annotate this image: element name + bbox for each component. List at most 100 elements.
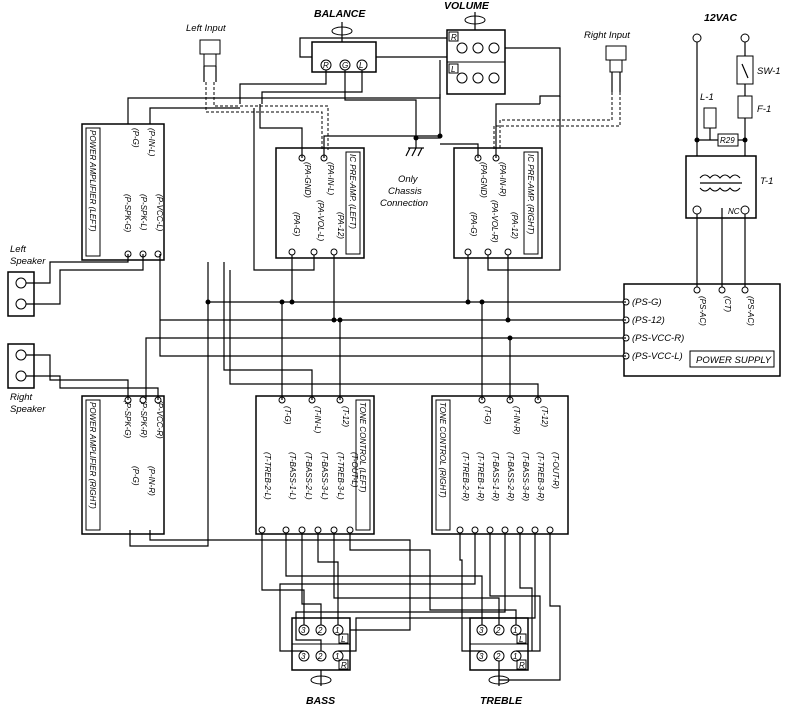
ps-top-ct: (CT) [723, 296, 732, 312]
par-pin-vcc: (P-VCC-R) [155, 400, 164, 439]
pl-pin-vol: (PA-VOL-L) [316, 200, 325, 242]
left-speaker: Left Speaker [7, 244, 46, 317]
treble-bot-2: 2 [495, 652, 501, 661]
fuse-label: F-1 [757, 104, 771, 115]
treble-bot-3: 3 [479, 652, 484, 661]
pr-pin-g: (PA-G) [469, 212, 478, 237]
preamp-left-title: IC PRE-AMP. (LEFT) [348, 154, 357, 229]
tl-bot-bass3: (T-BASS-3-L) [320, 452, 329, 500]
treble-tag-l: L [519, 635, 523, 644]
tr-bot-out: (T-OUT-R) [551, 452, 560, 489]
resistor-label: R29 [720, 136, 735, 145]
volume-pot: R L [446, 12, 506, 95]
tl-bot-bass2: (T-BASS-2-L) [304, 452, 313, 500]
power-amp-right-title: POWER AMPLIFIER (RIGHT) [88, 402, 97, 509]
tr-bot-bass3: (T-BASS-3-R) [521, 452, 530, 501]
ps-top-ac-2: (PS-AC) [746, 296, 755, 326]
pl-pin-g: (PA-G) [292, 212, 301, 237]
balance-label: BALANCE [314, 8, 366, 20]
power-supply-block: POWER SUPPLY (PS-G) (PS-12) (PS-VCC-R) (… [622, 283, 781, 377]
tl-bot-treb3: (T-TREB-3-L) [336, 452, 345, 500]
tr-bot-bass2: (T-BASS-2-R) [506, 452, 515, 501]
transformer-label: T-1 [760, 176, 773, 187]
pl-pin-in: (PA-IN-L) [326, 162, 335, 196]
pal-pin-in: (P-IN-L) [147, 128, 156, 157]
ps-row-vcc-r: (PS-VCC-R) [632, 333, 684, 344]
balance-pin-g: G [342, 61, 348, 70]
balance-pin-l: L [359, 61, 363, 70]
chassis-ground: Only Chassis Connection [380, 147, 428, 209]
left-input-jack [199, 39, 221, 82]
chassis-label-2: Chassis [388, 186, 422, 197]
treble-label: TREBLE [480, 695, 523, 707]
chassis-label-1: Only [398, 174, 419, 185]
pr-pin-vol: (PA-VOL-R) [490, 200, 499, 243]
tr-top-in: (T-IN-R) [512, 406, 521, 435]
treble-bot-1: 1 [513, 652, 517, 661]
preamp-left-block: IC PRE-AMP. (LEFT) (PA-IN-L) (PA-GND) (P… [275, 147, 365, 259]
power-supply-title: POWER SUPPLY [696, 355, 772, 366]
chassis-label-3: Connection [380, 198, 428, 209]
tl-top-in: (T-IN-L) [313, 406, 322, 434]
tl-top-12: (T-12) [341, 406, 350, 427]
volume-label: VOLUME [444, 0, 490, 12]
treble-top-2: 2 [495, 626, 501, 635]
bass-bot-2: 2 [317, 652, 323, 661]
power-input-section: SW-1 F-1 L-1 R29 T-1 NC [685, 33, 781, 290]
par-pin-spk: (P-SPK-R) [139, 400, 148, 438]
ps-top-ac-1: (PS-AC) [698, 296, 707, 326]
ps-row-vcc-l: (PS-VCC-L) [632, 351, 683, 362]
preamp-right-title: IC PRE-AMP. (RIGHT) [526, 154, 535, 235]
pal-pin-spkg: (P-SPK-G) [123, 194, 132, 233]
right-input-label: Right Input [584, 30, 630, 41]
ac-voltage-label: 12VAC [704, 12, 737, 24]
bass-pot: 3 2 1 3 2 1 L R BASS [291, 617, 351, 707]
power-amp-left-block: POWER AMPLIFIER (LEFT) (P-IN-L) (P-G) (P… [81, 123, 165, 261]
tr-top-12: (T-12) [540, 406, 549, 427]
bass-tag-r: R [341, 661, 347, 670]
tl-bot-treb2: (T-TREB-2-L) [263, 452, 272, 500]
par-pin-g: (P-G) [131, 466, 140, 486]
pl-pin-12: (PA-12) [336, 212, 345, 239]
preamp-right-block: IC PRE-AMP. (RIGHT) (PA-IN-R) (PA-GND) (… [453, 147, 543, 259]
left-speaker-label-2: Speaker [10, 256, 46, 267]
right-speaker-label-2: Speaker [10, 404, 46, 415]
bass-bot-3: 3 [301, 652, 306, 661]
volume-tag-r: R [451, 33, 457, 42]
wiring [26, 37, 748, 681]
switch-label: SW-1 [757, 66, 781, 77]
bass-top-2: 2 [317, 626, 323, 635]
lamp-label: L-1 [700, 92, 714, 103]
ps-row-12: (PS-12) [632, 315, 665, 326]
tone-right-title: TONE CONTROL (RIGHT) [438, 402, 447, 498]
bass-bot-1: 1 [335, 652, 339, 661]
tr-bot-treb1: (T-TREB-1-R) [476, 452, 485, 501]
tr-top-g: (T-G) [483, 406, 492, 425]
power-amp-right-block: POWER AMPLIFIER (RIGHT) (P-VCC-R) (P-SPK… [81, 395, 165, 535]
tone-left-title: TONE CONTROL (LEFT) [358, 402, 367, 493]
tr-bot-bass1: (T-BASS-1-R) [491, 452, 500, 501]
balance-pot: R G L [311, 22, 377, 73]
tl-bot-out: (T-OUT-L) [350, 452, 359, 488]
tr-bot-treb3: (T-TREB-3-R) [536, 452, 545, 501]
par-pin-spkg: (P-SPK-G) [123, 400, 132, 439]
bass-top-3: 3 [301, 626, 306, 635]
pal-pin-vcc: (P-VCC-L) [155, 194, 164, 232]
bass-label: BASS [306, 695, 335, 707]
pal-pin-spk: (P-SPK-L) [139, 194, 148, 231]
pl-pin-gnd: (PA-GND) [303, 162, 312, 198]
right-speaker-label-1: Right [10, 392, 33, 403]
tl-bot-bass1: (T-BASS-1-L) [288, 452, 297, 500]
pr-pin-12: (PA-12) [510, 212, 519, 239]
tone-left-block: TONE CONTROL (LEFT) (T-G) (T-IN-L) (T-12… [255, 395, 375, 535]
volume-tag-l: L [451, 65, 455, 74]
bass-tag-l: L [341, 635, 345, 644]
left-speaker-label-1: Left [10, 244, 26, 255]
tr-bot-treb2: (T-TREB-2-R) [461, 452, 470, 501]
power-amp-left-title: POWER AMPLIFIER (LEFT) [88, 130, 97, 232]
pal-pin-g: (P-G) [131, 128, 140, 148]
tl-top-g: (T-G) [283, 406, 292, 425]
tone-right-block: TONE CONTROL (RIGHT) (T-G) (T-IN-R) (T-1… [431, 395, 569, 535]
balance-pin-r: R [323, 61, 329, 70]
